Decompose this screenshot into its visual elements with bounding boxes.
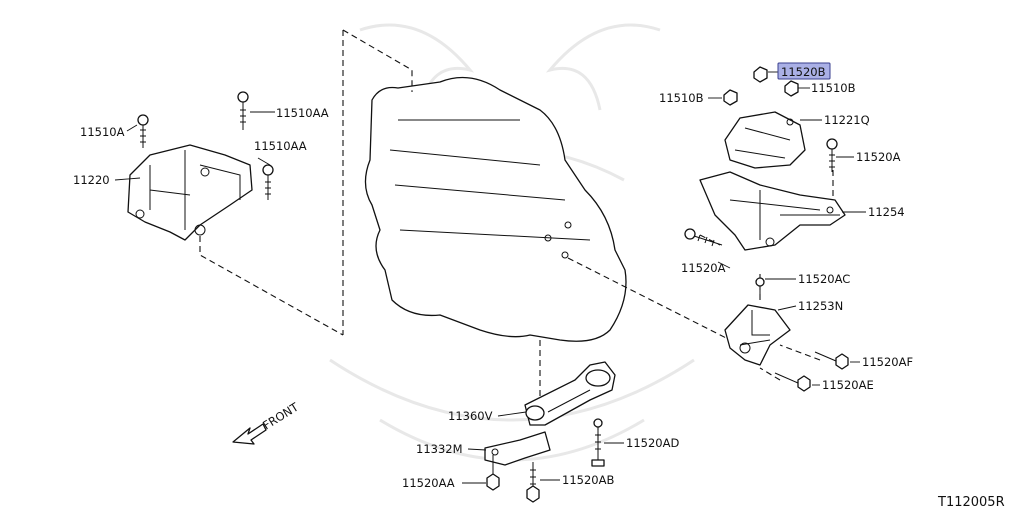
bolt-11520AF xyxy=(814,351,849,370)
engine-block xyxy=(364,76,627,342)
label-11520AD: 11520AD xyxy=(626,436,679,450)
bracket-11254 xyxy=(699,171,846,251)
left-bolt-11510A xyxy=(137,114,149,148)
label-11510AA-top: 11510AA xyxy=(276,106,329,120)
torque-rod-11360V xyxy=(524,361,616,426)
left-engine-mount xyxy=(127,144,253,241)
label-11220: 11220 xyxy=(73,173,110,187)
mount-insulator-11221Q xyxy=(724,111,806,169)
label-11510AA-mid: 11510AA xyxy=(254,139,307,153)
label-11520B: 11520B xyxy=(781,65,826,79)
label-11221Q: 11221Q xyxy=(824,113,870,127)
left-bolt-11510AA-top xyxy=(237,91,249,130)
label-11520AF: 11520AF xyxy=(862,355,913,369)
bolt-11520A-bottom xyxy=(684,228,723,247)
front-arrow: FRONT xyxy=(232,399,302,445)
label-11520AE: 11520AE xyxy=(822,378,874,392)
label-11510B-left: 11510B xyxy=(659,91,704,105)
label-11254: 11254 xyxy=(868,205,905,219)
label-11332M: 11332M xyxy=(416,442,463,456)
label-11510A: 11510A xyxy=(80,125,125,139)
label-11520AC: 11520AC xyxy=(798,272,850,286)
bolt-11520AE xyxy=(774,372,811,392)
bolt-11520AB xyxy=(526,462,540,503)
nut-11520B xyxy=(753,66,768,83)
label-11520AB: 11520AB xyxy=(562,473,614,487)
nut-11510B-left xyxy=(723,89,738,106)
left-bolt-11510AA-mid xyxy=(262,164,274,200)
label-11520A-right: 11520A xyxy=(856,150,901,164)
label-leaders xyxy=(114,71,866,484)
stud-11520AC xyxy=(755,277,765,300)
dashed-guides xyxy=(199,29,834,440)
bolt-11520AD xyxy=(591,418,605,467)
bolt-11520A-right xyxy=(826,138,838,172)
nut-11510B-right xyxy=(784,80,799,97)
highlight-11520B xyxy=(777,62,831,80)
bolt-11520AA-bottom xyxy=(486,455,500,491)
label-11520A-bottom: 11520A xyxy=(681,261,726,275)
label-11253N: 11253N xyxy=(798,299,843,313)
label-11510B-right: 11510B xyxy=(811,81,856,95)
diagram-code: T112005R xyxy=(937,495,1005,510)
front-label: FRONT xyxy=(260,399,302,432)
label-11360V: 11360V xyxy=(448,409,493,423)
bracket-11332M xyxy=(484,431,551,466)
rear-mount-11253N xyxy=(724,304,791,366)
label-11520AA-bottom: 11520AA xyxy=(402,476,455,490)
